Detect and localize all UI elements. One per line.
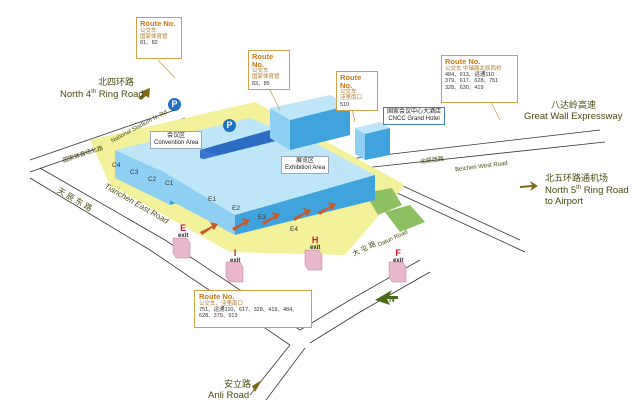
exit-f-tag: F exit xyxy=(393,248,404,265)
anli-label-en: Anli Road xyxy=(208,390,250,401)
exit-i-tag: I exit xyxy=(230,248,241,265)
north5-en-post: Ring Road xyxy=(581,185,629,197)
route-box-2: Route No. 公交车 国家体育馆 83、85 xyxy=(248,50,290,90)
route-sub: 公交车 xyxy=(140,27,157,34)
route-sub: 公交车 xyxy=(252,68,269,74)
hall-label: C4 xyxy=(112,162,121,169)
north4-road-label-en: North 4th Ring Road xyxy=(60,89,144,100)
north4-en-pre: North 4 xyxy=(60,89,92,101)
route-title: Route No. xyxy=(340,73,362,90)
exit-word: exit xyxy=(178,233,189,239)
convention-area-en: Convention Area xyxy=(154,140,199,147)
hall-label: E3 xyxy=(258,214,266,221)
exit-e-tag: E exit xyxy=(178,223,189,240)
exit-word: exit xyxy=(310,245,321,251)
route-numbers: 628、379、913 xyxy=(199,313,238,320)
hall-label: C1 xyxy=(165,180,174,187)
hotel-building xyxy=(270,95,390,160)
compass-north-label: N xyxy=(389,295,395,304)
parking-icon: P xyxy=(223,119,236,132)
route-title: Route No. xyxy=(445,57,481,66)
greatwall-label-en: Great Wall Expressway xyxy=(524,111,623,122)
north4-en-sup: th xyxy=(91,89,97,95)
exit-letter: I xyxy=(233,248,237,258)
route-sub: 国家体育馆 xyxy=(252,74,280,81)
north5-label-en: North 5th Ring Road xyxy=(545,185,629,196)
anli-label-cn: 安立路 xyxy=(224,379,252,389)
convention-area-label: 会议区 Convention Area xyxy=(150,131,203,150)
route-title: Route No. xyxy=(140,19,176,28)
route-numbers: 379、617、628、751 xyxy=(445,78,499,85)
exit-word: exit xyxy=(230,258,241,264)
exit-letter: E xyxy=(180,223,187,233)
route-numbers: 83、85 xyxy=(252,80,270,87)
hall-label: E4 xyxy=(290,226,298,233)
route-sub: 公交车 xyxy=(340,89,357,95)
hotel-label: 国家会议中心大酒店 CNCC Grand Hotel xyxy=(383,107,446,126)
greatwall-label-cn: 八达岭高速 xyxy=(551,100,597,110)
exhibition-area-label: 展览区 Exhibition Area xyxy=(281,156,330,175)
hall-label: C3 xyxy=(130,169,139,176)
route-box-1: Route No. 公交车 国家体育馆 81、82 xyxy=(136,17,182,59)
route-box-5: Route No. 公交车、洼里南口 751、运通110、617、328、419… xyxy=(194,290,312,328)
hotel-en: CNCC Grand Hotel xyxy=(388,116,440,123)
route-title: Route No. xyxy=(199,292,235,301)
compass-arrow xyxy=(375,290,398,305)
route-sub: 公交车、洼里南口 xyxy=(199,300,244,307)
route-sub: 国家体育馆 xyxy=(140,33,168,40)
route-sub: 洼里南口 xyxy=(340,95,363,102)
entry-arrows xyxy=(200,202,336,235)
route-numbers: 510 xyxy=(340,101,350,108)
route-numbers: 328、630、419 xyxy=(445,85,484,91)
hall-label: E1 xyxy=(208,196,216,203)
route-box-3: Route No. 公交车 洼里南口 510 xyxy=(336,71,378,111)
route-numbers: 484、913、运通110 xyxy=(445,71,495,78)
exhibition-area-cn: 展览区 xyxy=(296,158,315,164)
route-numbers: 81、82 xyxy=(140,40,158,47)
route-numbers: 751、运通110、617、328、419、484、 xyxy=(199,306,298,313)
hall-label: C2 xyxy=(148,176,157,183)
north4-road-label-cn: 北四环路 xyxy=(98,77,135,87)
north4-en-post: Ring Road xyxy=(96,89,144,101)
hall-label: E2 xyxy=(232,205,240,212)
exit-letter: H xyxy=(311,235,319,245)
exit-word: exit xyxy=(393,258,404,264)
north5-en-pre: North 5 xyxy=(545,185,577,197)
exit-letter: F xyxy=(395,248,401,258)
north5-label-cn: 北五环路通机场 xyxy=(545,173,609,183)
route-title: Route No. xyxy=(252,52,274,69)
north5-label-en2: to Airport xyxy=(545,196,584,207)
parking-icon: P xyxy=(168,98,181,111)
exhibition-area-en: Exhibition Area xyxy=(285,165,326,172)
exit-h-tag: H exit xyxy=(310,235,321,252)
lawn-east xyxy=(385,205,425,232)
exit-markers xyxy=(172,237,407,283)
route-sub: 公交车 中轴路北辰西桥 xyxy=(445,65,502,72)
hotel-cn: 国家会议中心大酒店 xyxy=(387,109,442,115)
route-box-4: Route No. 公交车 中轴路北辰西桥 484、913、运通110 379、… xyxy=(441,55,518,103)
convention-area-cn: 会议区 xyxy=(167,133,186,139)
north5-en-sup: th xyxy=(576,185,582,191)
